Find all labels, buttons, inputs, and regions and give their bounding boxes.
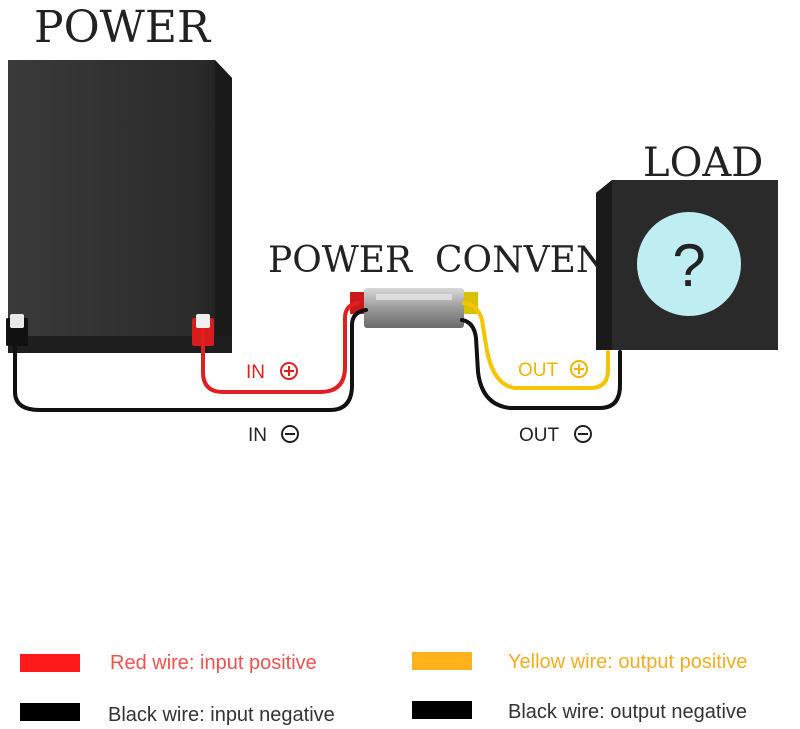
question-mark-icon: ?	[672, 232, 705, 299]
plus-circle-icon	[570, 360, 588, 378]
minus-circle-icon	[574, 425, 592, 443]
legend-text-red: Red wire: input positive	[110, 652, 317, 674]
legend-swatch-yellow	[412, 652, 472, 670]
in-negative-label: IN	[248, 425, 299, 446]
power-title: POWER	[34, 2, 212, 53]
black-wire-input-negative	[13, 308, 368, 412]
svg-text:OUT: OUT	[519, 425, 560, 446]
legend-text-black-input: Black wire: input negative	[108, 704, 335, 726]
legend-text-yellow: Yellow wire: output positive	[508, 651, 747, 673]
out-positive-label: OUT	[518, 360, 588, 381]
power-supply-box	[8, 60, 232, 353]
yellow-wire-output-positive	[462, 301, 610, 390]
wires	[13, 301, 622, 412]
legend-text-black-output: Black wire: output negative	[508, 701, 747, 723]
legend: Red wire: input positive Yellow wire: ou…	[20, 651, 747, 726]
negative-terminal	[6, 314, 28, 346]
svg-text:IN: IN	[246, 362, 265, 383]
black-wire-output-negative	[460, 318, 622, 410]
legend-swatch-black-output	[412, 701, 472, 719]
load-title: LOAD	[643, 140, 763, 186]
svg-text:IN: IN	[248, 425, 267, 446]
load-screen	[637, 212, 741, 316]
svg-text:OUT: OUT	[518, 360, 559, 381]
red-wire-input-positive	[201, 301, 360, 394]
legend-swatch-red	[20, 654, 80, 672]
load-box: ?	[596, 180, 778, 350]
out-negative-label: OUT	[519, 425, 592, 446]
minus-circle-icon	[281, 425, 299, 443]
power-converter-module	[350, 288, 478, 328]
in-positive-label: IN	[246, 362, 298, 383]
legend-swatch-black-input	[20, 703, 80, 721]
plus-circle-icon	[280, 362, 298, 380]
